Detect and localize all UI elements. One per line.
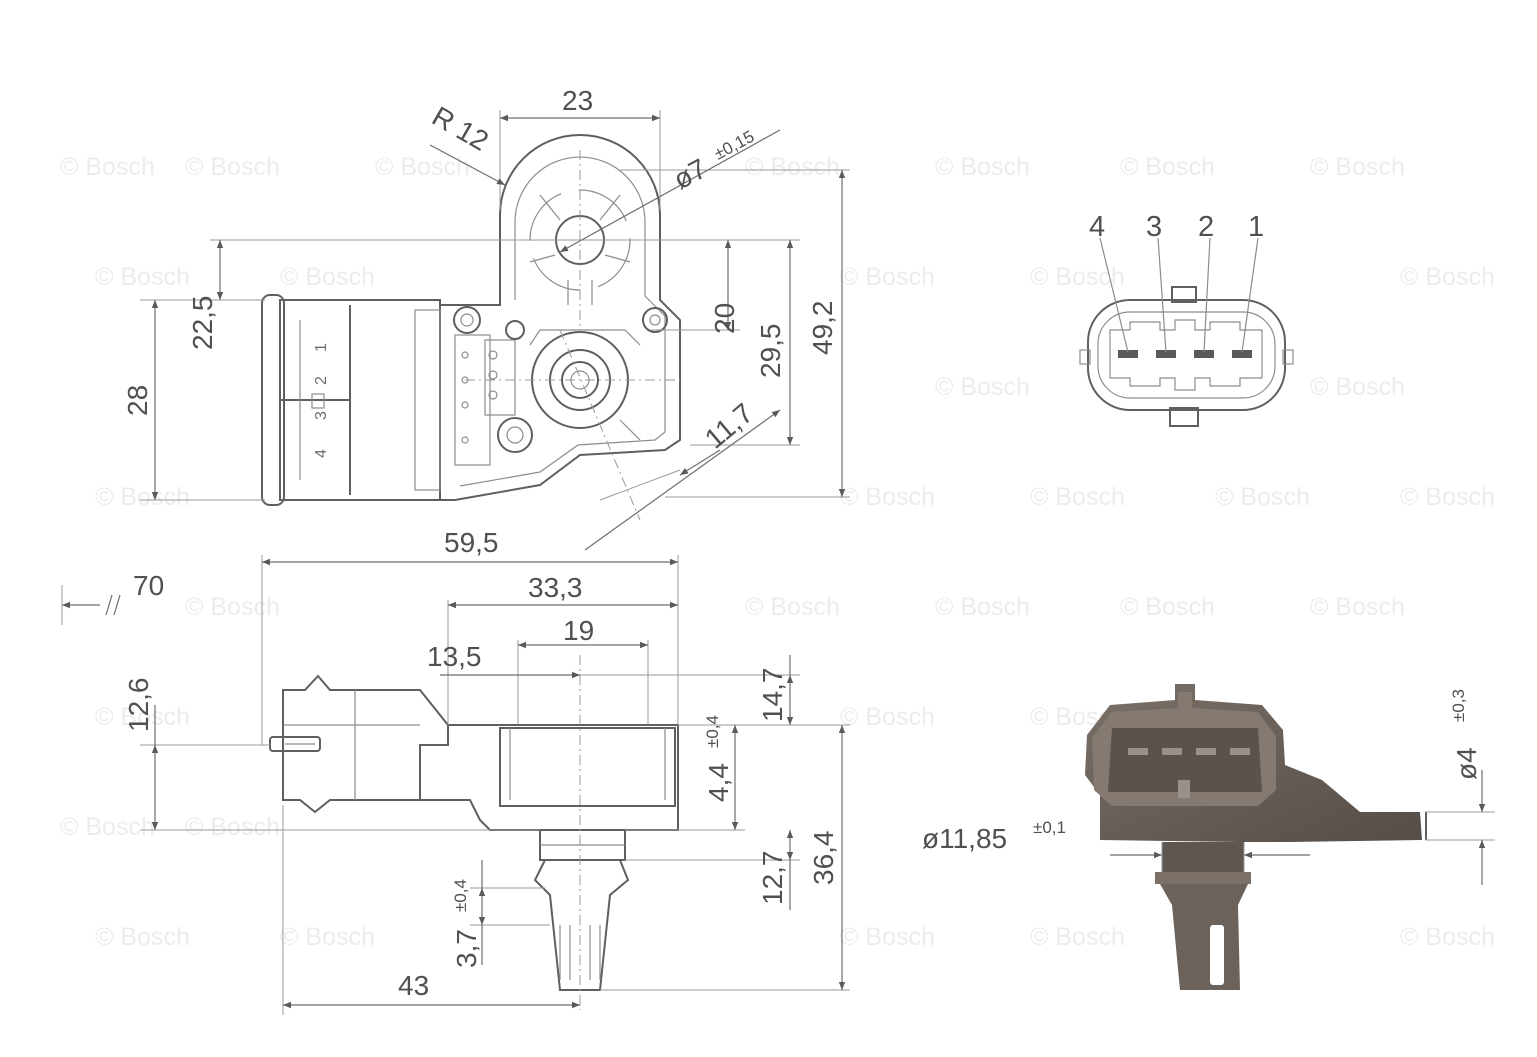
- dim-14-7: 14,7: [757, 668, 788, 723]
- front-view: 1 2 3 4: [122, 85, 850, 551]
- dim-13-5: 13,5: [427, 641, 482, 672]
- watermark: © Bosch: [935, 373, 1030, 401]
- watermark: © Bosch: [185, 593, 280, 621]
- sensor-photo: ø11,85 ±0,1 ø4 ±0,3: [922, 684, 1495, 990]
- side-view: 59,5 70 33,3 19 13,5 12,6 14,7 4,4 ±0,4 …: [61, 527, 850, 1015]
- pinout-view: 4 3 2 1: [1079, 211, 1294, 427]
- watermark: © Bosch: [1400, 923, 1495, 951]
- side-connector: [282, 674, 449, 814]
- dim-4-4: 4,4: [703, 763, 734, 802]
- front-view-outline: [439, 134, 681, 501]
- watermark: © Bosch: [1030, 263, 1125, 291]
- watermark: © Bosch: [840, 263, 935, 291]
- watermark: © Bosch: [95, 703, 190, 731]
- pin-number: 1: [1248, 211, 1264, 243]
- dim-70: 70: [133, 570, 164, 601]
- dim-49-2: 49,2: [807, 301, 838, 356]
- watermark: © Bosch: [185, 153, 280, 181]
- connector-pin-label: 2: [313, 376, 330, 385]
- dim-36-4: 36,4: [808, 831, 839, 886]
- dim-12-7: 12,7: [757, 851, 788, 906]
- watermark: © Bosch: [375, 153, 470, 181]
- mounting-ear-inner: [459, 156, 666, 487]
- watermark: © Bosch: [280, 923, 375, 951]
- watermark: © Bosch: [1030, 923, 1125, 951]
- dim-top-width: 23: [562, 85, 593, 116]
- dim-59-5: 59,5: [444, 527, 499, 558]
- dim-22-5: 22,5: [187, 296, 218, 351]
- watermark: © Bosch: [60, 813, 155, 841]
- photo-pin-label: ø4: [1451, 747, 1482, 780]
- pin-number: 3: [1146, 211, 1162, 243]
- watermark: © Bosch: [1400, 263, 1495, 291]
- photo-diameter-tol: ±0,1: [1033, 818, 1066, 837]
- screw-boss: [497, 417, 533, 453]
- watermark: © Bosch: [840, 483, 935, 511]
- side-body: [420, 724, 679, 831]
- connector-pin-label: 3: [313, 411, 330, 420]
- side-cap: [499, 727, 676, 807]
- dim-3-7-tol: ±0,4: [451, 879, 470, 912]
- dim-11-7: 11,7: [699, 397, 759, 454]
- watermark: © Bosch: [1400, 483, 1495, 511]
- dim-33-3: 33,3: [528, 572, 583, 603]
- watermark: © Bosch: [60, 153, 155, 181]
- watermark: © Bosch: [1310, 153, 1405, 181]
- screw-boss: [642, 307, 668, 333]
- watermark: © Bosch: [935, 593, 1030, 621]
- dim-19: 19: [563, 615, 594, 646]
- watermark: © Bosch: [1310, 373, 1405, 401]
- watermark: © Bosch: [95, 923, 190, 951]
- watermark: © Bosch: [840, 923, 935, 951]
- dim-12-6: 12,6: [123, 678, 154, 733]
- watermark: © Bosch: [185, 813, 280, 841]
- dim-20: 20: [709, 303, 740, 334]
- watermark: © Bosch: [1120, 153, 1215, 181]
- watermark: © Bosch: [95, 263, 190, 291]
- pin-number: 2: [1198, 211, 1214, 243]
- watermark: © Bosch: [95, 483, 190, 511]
- dim-43: 43: [398, 970, 429, 1001]
- pin-contact: [1156, 350, 1176, 358]
- photo-diameter-label: ø11,85: [922, 823, 1007, 854]
- pinout-connector-shell: [1087, 299, 1286, 411]
- dim-29-5: 29,5: [755, 324, 786, 379]
- watermark: © Bosch: [1120, 593, 1215, 621]
- connector-pin-label: 4: [313, 449, 330, 458]
- watermark: © Bosch: [280, 263, 375, 291]
- watermark-layer: © Bosch © Bosch © Bosch © Bosch © Bosch …: [60, 153, 1495, 951]
- watermark: © Bosch: [1030, 483, 1125, 511]
- photo-nozzle: [1160, 884, 1248, 990]
- watermark: © Bosch: [745, 153, 840, 181]
- pinout-key: [1171, 286, 1197, 303]
- dim-3-7: 3,7: [451, 929, 482, 968]
- dim-4-4-tol: ±0,4: [703, 715, 722, 748]
- dim-28: 28: [122, 385, 153, 416]
- screw-boss: [505, 320, 525, 340]
- pin-number: 4: [1089, 211, 1105, 243]
- watermark: © Bosch: [935, 153, 1030, 181]
- watermark: © Bosch: [745, 593, 840, 621]
- pin-contact: [1118, 350, 1138, 358]
- pin-contact: [1232, 350, 1252, 358]
- pin-contact: [1194, 350, 1214, 358]
- watermark: © Bosch: [1310, 593, 1405, 621]
- watermark: © Bosch: [1215, 483, 1310, 511]
- watermark: © Bosch: [840, 703, 935, 731]
- connector-pin-label: 1: [313, 343, 330, 352]
- photo-pin-tol: ±0,3: [1449, 689, 1468, 722]
- screw-boss: [453, 306, 481, 334]
